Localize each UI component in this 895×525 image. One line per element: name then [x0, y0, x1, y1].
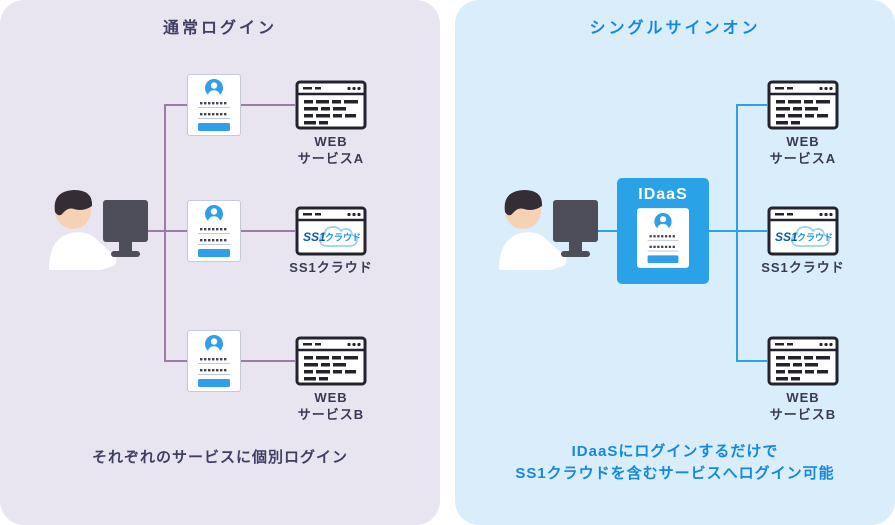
idaas-box: IDaaS: [617, 178, 709, 284]
ss1-logo-sub: クラウド: [325, 233, 361, 243]
login-form-card: [187, 200, 241, 262]
user-at-computer-illustration: [485, 178, 600, 270]
ss1-cloud-browser-icon: SS1 クラウド: [767, 206, 839, 256]
web-service-a-icon: [767, 80, 839, 130]
browser-window-icon: [767, 336, 839, 386]
web-service-b-icon: [295, 336, 367, 386]
login-form-icon: [187, 200, 241, 262]
connector-line: [598, 230, 617, 232]
browser-window-icon: [295, 80, 367, 130]
connector-line: [736, 104, 738, 362]
ss1-logo-main: SS1: [775, 230, 798, 244]
right-caption: IDaaSにログインするだけで SS1クラウドを含むサービスへログイン可能: [515, 443, 835, 482]
normal-login-panel: 通常ログイン: [0, 0, 440, 525]
login-form-icon: [187, 74, 241, 136]
service-label: WEB サービスB: [297, 390, 365, 422]
service-label: WEB サービスA: [297, 134, 365, 166]
ss1-cloud-service-icon: SS1 クラウド: [295, 206, 367, 256]
ss1-logo-main: SS1: [303, 230, 326, 244]
service-label: SS1クラウド: [761, 260, 845, 275]
web-service-a-icon: [295, 80, 367, 130]
idaas-login-form-card: [637, 208, 689, 268]
user-at-computer-illustration: [35, 178, 150, 270]
service-label: WEB サービスA: [769, 134, 837, 166]
browser-window-icon: [295, 336, 367, 386]
person-icon: [49, 190, 148, 270]
login-form-icon: [637, 208, 689, 268]
connector-line: [241, 104, 295, 106]
left-caption: それぞれのサービスに個別ログイン: [91, 449, 348, 466]
connector-line: [709, 230, 737, 232]
idaas-label: IDaaS: [638, 186, 688, 203]
connector-line: [241, 230, 295, 232]
connector-line: [166, 360, 187, 362]
single-sign-on-panel: シングルサインオン IDaaS: [455, 0, 895, 525]
service-label: SS1クラウド: [289, 260, 373, 275]
login-form-icon: [187, 330, 241, 392]
connector-line: [166, 104, 187, 106]
ss1-logo-sub: クラウド: [797, 233, 833, 243]
connector-line: [738, 104, 767, 106]
service-label: WEB サービスB: [769, 390, 837, 422]
right-panel-title: シングルサインオン: [589, 20, 761, 37]
connector-line: [738, 360, 767, 362]
web-service-b-icon: [767, 336, 839, 386]
login-form-card: [187, 330, 241, 392]
left-panel-title: 通常ログイン: [162, 20, 277, 37]
connector-line: [738, 230, 767, 232]
connector-line: [241, 360, 295, 362]
connector-line: [164, 104, 166, 362]
ss1-cloud-service-icon: SS1 クラウド: [767, 206, 839, 256]
ss1-cloud-browser-icon: SS1 クラウド: [295, 206, 367, 256]
login-form-card: [187, 74, 241, 136]
connector-line: [148, 230, 187, 232]
person-icon: [499, 190, 598, 270]
browser-window-icon: [767, 80, 839, 130]
